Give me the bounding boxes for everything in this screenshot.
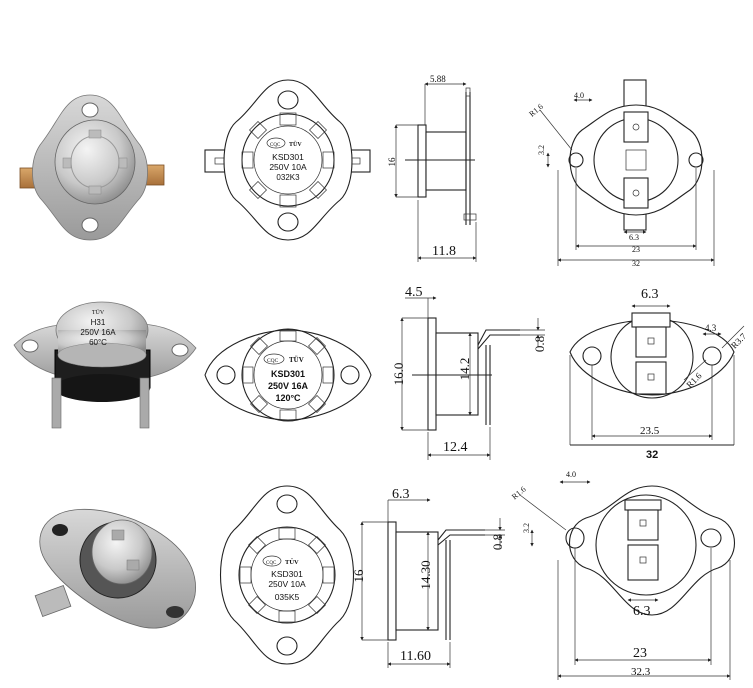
back-drawing-row2: 32 23.5 6.3 4.3 R3.7 R1.6 [569,287,749,461]
dim-side-length-row3: 11.60 [400,649,431,664]
photo-row3 [34,508,196,629]
dim-back-span-row3: 23 [633,646,647,661]
dim-side-top-row2: 4.5 [405,285,423,300]
front-drawing-row2: CQC TÜV KSD301 250V 16A 120°C [204,328,372,422]
cert-mark-row2: CQC [267,358,279,364]
dim-side-height-row2: 16.0 [391,363,406,386]
photo-text-line1-row2: H31 [91,318,106,327]
dim-back-offset-row1: 4.0 [574,91,584,100]
dim-back-offset-row3: 4.0 [566,470,576,479]
label-line3-row3: 035K5 [275,592,300,602]
front-drawing-row3: CQC TÜV KSD301 250V 10A 035K5 [220,485,354,665]
tuv-mark-row3: TÜV [285,559,299,566]
dim-back-radius-row1: R1.6 [527,102,545,119]
dim-side-length-row2: 12.4 [443,440,468,455]
tuv-mark-row2: TÜV [289,356,304,364]
dim-back-tab-row2: 6.3 [641,287,659,302]
dim-back-tab-row3: 6.3 [633,604,651,619]
dim-side-tab-row3: 0.8 [490,534,505,550]
photo-text-line2-row2: 250V 16A [80,328,116,337]
cert-mark-row3: CQC [266,561,277,566]
label-line2-row2: 250V 16A [268,381,309,391]
back-drawing-row3: 4.0 R1.6 3.2 6.3 23 32.3 [510,470,735,680]
tuv-mark-row1: TÜV [289,141,302,148]
dim-side-inner-row2: 14.2 [457,358,472,381]
front-drawing-row1: CQC TÜV KSD301 250V 10A 032K3 [204,79,371,241]
dim-back-span-row2: 23.5 [640,425,660,437]
photo-text-line3-row2: 60°C [89,338,107,347]
label-line1-row2: KSD301 [271,369,305,379]
label-line1-row1: KSD301 [272,152,304,162]
dim-side-tab-row2: 0.8 [532,336,547,352]
label-line3-row2: 120°C [275,393,301,403]
dim-side-top-row1: 5.88 [430,74,446,84]
dim-back-holedia-row3: 3.2 [522,523,531,533]
dim-side-height-row1: 16 [387,157,397,167]
dim-back-radius-outer-row2: R3.7 [729,331,749,351]
side-drawing-row3: 6.3 16 14.30 0.8 11.60 [351,487,505,668]
label-line3-row1: 032K3 [276,173,300,182]
dim-back-span-row1: 23 [632,245,640,254]
dim-back-holedia-row1: 3.2 [537,145,546,155]
dim-back-overall-row2: 32 [646,449,658,461]
back-drawing-row1: 4.0 R1.6 3.2 6.3 23 32 [527,79,715,268]
photo-row2: H31 250V 16A 60°C TÜV [13,301,197,429]
dim-side-inner-row3: 14.30 [418,560,433,589]
dim-back-overall-row3: 32.3 [631,666,651,678]
label-line2-row3: 250V 10A [268,579,306,589]
dim-side-length-row1: 11.8 [432,244,456,259]
side-drawing-row2: 4.5 16.0 14.2 0.8 12.4 [391,285,547,460]
dim-side-height-row3: 16 [351,569,366,583]
cert-mark-row1: CQC [270,143,281,148]
dim-side-top-row3: 6.3 [392,487,410,502]
side-drawing-row1: 5.88 16 11.8 [387,74,477,262]
photo-tuv-mark-row2: TÜV [92,309,105,316]
photo-row1 [19,94,165,241]
dim-back-overall-row1: 32 [632,259,640,268]
dim-back-offset-row2: 4.3 [705,323,717,333]
dim-back-tab-row1: 6.3 [629,233,639,242]
label-line1-row3: KSD301 [271,569,303,579]
label-line2-row1: 250V 10A [269,162,307,172]
